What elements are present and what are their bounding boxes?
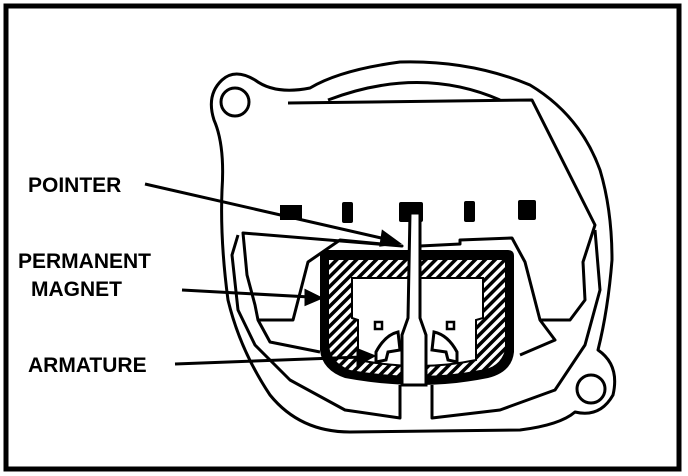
label-permanent: PERMANENT <box>18 250 151 273</box>
scale-markers <box>280 200 536 223</box>
pointer-leader-line <box>144 182 391 242</box>
armature-leader-line <box>174 355 363 366</box>
bridge <box>256 319 557 357</box>
armature-arrowhead <box>356 347 377 367</box>
inner-chamber <box>230 81 602 420</box>
mounting-hole-right <box>575 373 607 405</box>
armature <box>373 320 459 364</box>
label-magnet: MAGNET <box>31 278 122 301</box>
pointer-arrowhead <box>379 229 402 247</box>
frame-border <box>3 3 682 472</box>
magnet-leader-line <box>181 288 311 299</box>
label-armature: ARMATURE <box>28 354 147 377</box>
label-pointer: POINTER <box>28 174 121 197</box>
housing-outline <box>209 60 617 434</box>
pointer-needle <box>400 211 428 387</box>
magnet-arrowhead <box>304 288 324 307</box>
mounting-hole-left <box>219 86 251 118</box>
